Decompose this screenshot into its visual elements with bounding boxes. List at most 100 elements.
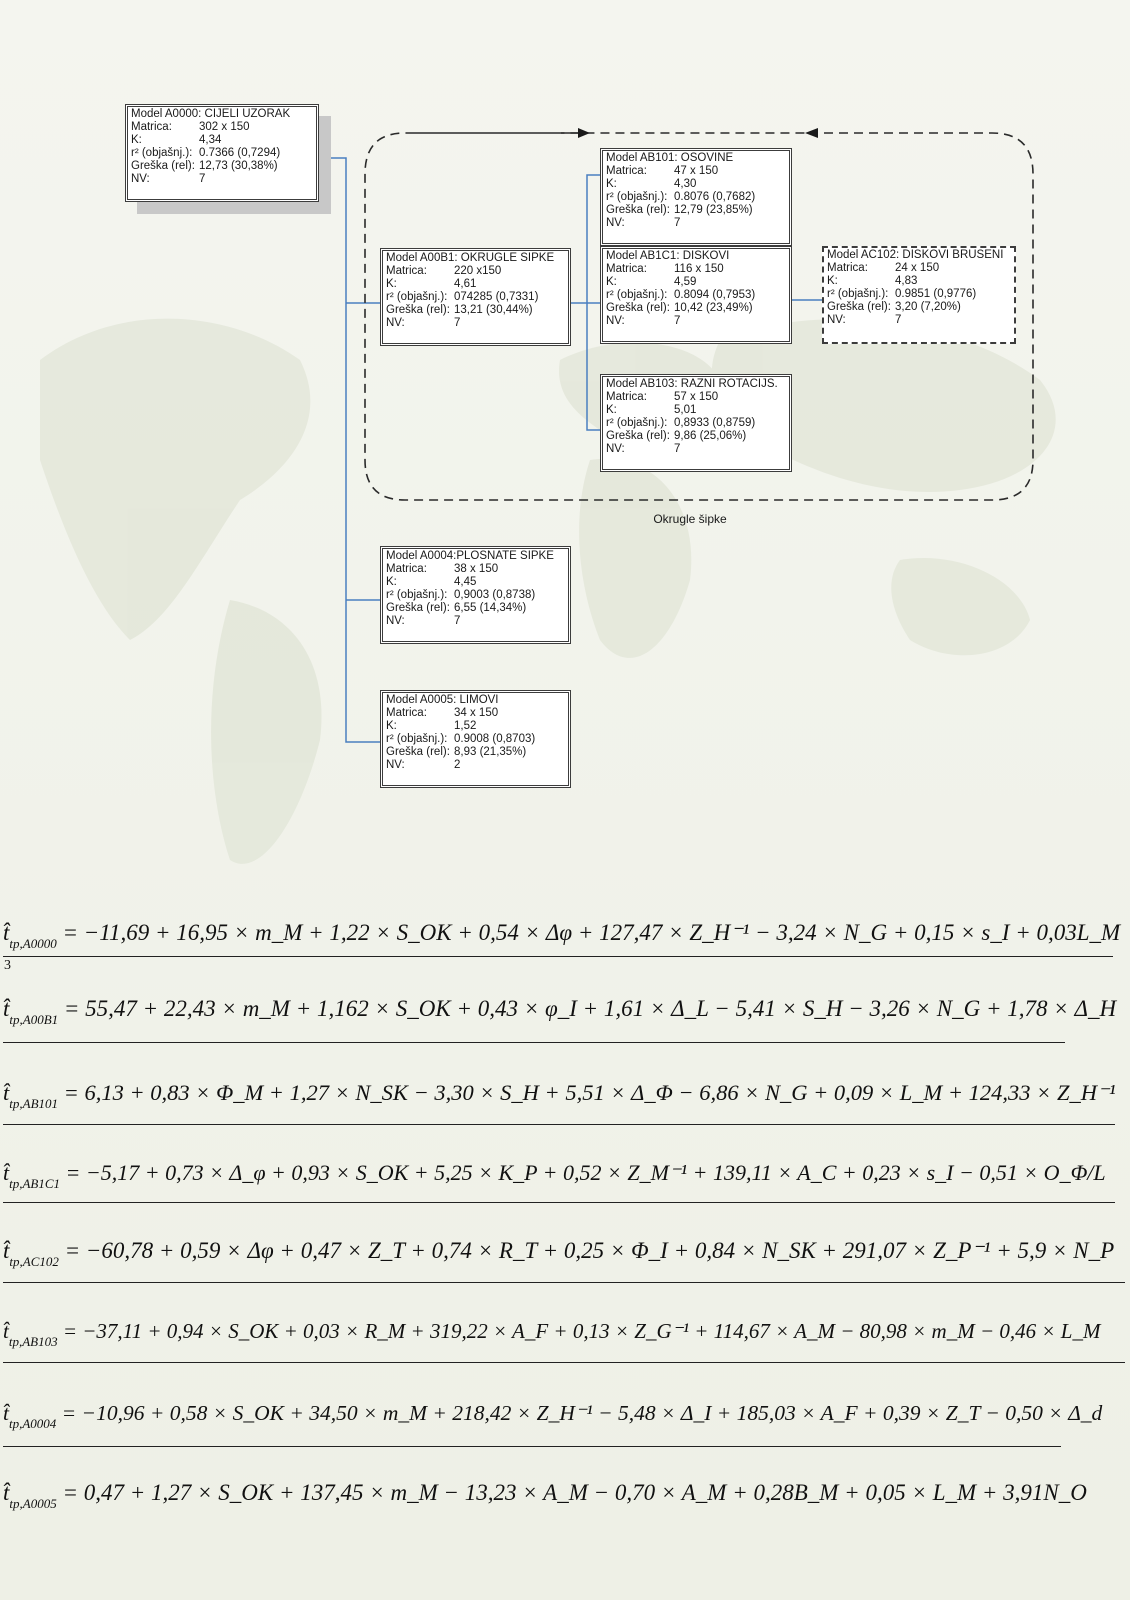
equation-rule [3, 956, 1113, 957]
matrica-label: Matrica: [606, 391, 647, 403]
greska-label: Greška (rel): [386, 602, 450, 614]
model-box-a0004: Model A0004:PLOSNATE ŠIPKE Matrica: 38 x … [380, 546, 571, 644]
model-title: Model A0004:PLOSNATE ŠIPKE [386, 550, 554, 562]
matrica-label: Matrica: [386, 707, 427, 719]
r2-label: r² (objašnj.): [606, 191, 668, 203]
equation-ab103: t̂tp,AB103 = −37,11 + 0,94 × S_OK + 0,03… [3, 1316, 1121, 1360]
matrica-label: Matrica: [131, 121, 172, 133]
k-label: K: [386, 720, 397, 732]
r2-value: 0.7366 (0,7294) [199, 147, 281, 159]
equation-lhs: t̂ [3, 1238, 10, 1263]
greska-value: 12,73 (30,38%) [199, 160, 278, 172]
equation-subscript: tp,AB101 [9, 1096, 59, 1111]
equation-subscript: tp,AC102 [9, 1254, 59, 1269]
equation-ac102: t̂tp,AC102 = −60,78 + 0,59 × Δφ + 0,47 ×… [3, 1236, 1121, 1280]
nv-label: NV: [386, 759, 405, 771]
tree-connector-lines [319, 157, 822, 743]
k-label: K: [827, 275, 838, 287]
equation-lhs: t̂ [3, 1160, 10, 1185]
model-title: Model AB101: OSOVINE [606, 152, 734, 164]
equation-rhs: = −11,69 + 16,95 × m_M + 1,22 × S_OK + 0… [56, 920, 1121, 945]
r2-label: r² (objašnj.): [131, 147, 193, 159]
equation-rule [3, 1124, 1115, 1125]
greska-label: Greška (rel): [606, 302, 670, 314]
matrica-value: 24 x 150 [895, 262, 940, 274]
matrica-value: 302 x 150 [199, 121, 250, 133]
equation-a0000: t̂tp,A0000 = −11,69 + 16,95 × m_M + 1,22… [3, 918, 1121, 962]
k-value: 4,83 [895, 275, 918, 287]
nv-label: NV: [386, 317, 405, 329]
greska-value: 13,21 (30,44%) [454, 304, 533, 316]
equation-rule [3, 1042, 1065, 1043]
equation-subscript: tp,A00B1 [9, 1012, 59, 1027]
greska-label: Greška (rel): [131, 160, 195, 172]
r2-label: r² (objašnj.): [386, 733, 448, 745]
k-label: K: [131, 134, 142, 146]
equation-lhs: t̂ [3, 1401, 9, 1425]
r2-value: 074285 (0,7331) [454, 291, 539, 303]
r2-label: r² (objašnj.): [386, 291, 448, 303]
equation-rhs: = 0,47 + 1,27 × S_OK + 137,45 × m_M − 13… [56, 1480, 1087, 1505]
r2-value: 0.8094 (0,7953) [674, 289, 756, 301]
k-value: 1,52 [454, 720, 477, 732]
equation-rule [3, 1202, 1115, 1203]
greska-label: Greška (rel): [386, 746, 450, 758]
r2-label: r² (objašnj.): [386, 589, 448, 601]
k-value: 4,59 [674, 276, 697, 288]
matrica-value: 57 x 150 [674, 391, 719, 403]
equation-rhs: = 55,47 + 22,43 × m_M + 1,162 × S_OK + 0… [58, 996, 1117, 1021]
equation-lhs: t̂ [3, 996, 10, 1021]
nv-value: 7 [674, 217, 681, 229]
nv-value: 7 [454, 317, 461, 329]
matrica-label: Matrica: [606, 263, 647, 275]
equation-subscript: tp,AB103 [8, 1334, 58, 1349]
model-title: Model AB1C1: DISKOVI [606, 250, 730, 262]
k-value: 4,45 [454, 576, 477, 588]
equation-rule [3, 1282, 1125, 1283]
model-title: Model A0005: LIMOVI [386, 694, 499, 706]
equation-a0005: t̂tp,A0005 = 0,47 + 1,27 × S_OK + 137,45… [3, 1478, 1121, 1522]
nv-label: NV: [131, 173, 150, 185]
k-value: 4,34 [199, 134, 222, 146]
matrica-label: Matrica: [386, 265, 427, 277]
r2-value: 0.9008 (0,8703) [454, 733, 536, 745]
greska-label: Greška (rel): [827, 301, 891, 313]
k-label: K: [386, 576, 397, 588]
equation-rhs: = −5,17 + 0,73 × Δ_φ + 0,93 × S_OK + 5,2… [60, 1160, 1106, 1185]
matrica-label: Matrica: [386, 563, 427, 575]
nv-label: NV: [386, 615, 405, 627]
matrica-label: Matrica: [606, 165, 647, 177]
r2-value: 0.8076 (0,7682) [674, 191, 756, 203]
equation-subscript: tp,A0005 [9, 1496, 57, 1511]
group-outline [364, 128, 1034, 501]
model-box-ab1c1: Model AB1C1: DISKOVI Matrica:116 x 150 K… [600, 246, 792, 344]
matrica-value: 116 x 150 [674, 263, 724, 275]
r2-value: 0,9003 (0,8738) [454, 589, 536, 601]
greska-value: 10,42 (23,49%) [674, 302, 753, 314]
greska-label: Greška (rel): [606, 204, 670, 216]
group-label-okrugle-sipke: Okrugle šipke [653, 512, 727, 526]
nv-value: 2 [454, 759, 461, 771]
equation-a0004: t̂tp,A0004 = −10,96 + 0,58 × S_OK + 34,5… [3, 1398, 1121, 1442]
greska-value: 6,55 (14,34%) [454, 602, 527, 614]
model-box-a0000: Model A0000: CIJELI UZORAK Matrica: 302 x… [125, 104, 319, 202]
nv-value: 7 [674, 315, 681, 327]
nv-label: NV: [606, 217, 625, 229]
model-title: Model AC102: DISKOVI BRUŠENI [827, 249, 1004, 261]
nv-label: NV: [606, 315, 625, 327]
model-title: Model A00B1: OKRUGLE ŠIPKE [386, 252, 555, 264]
nv-label: NV: [827, 314, 846, 326]
equation-rhs: = −37,11 + 0,94 × S_OK + 0,03 × R_M + 31… [57, 1319, 1101, 1343]
equation-rhs: = 6,13 + 0,83 × Φ_M + 1,27 × N_SK − 3,30… [58, 1080, 1116, 1105]
k-label: K: [606, 404, 617, 416]
model-title: Model A0000: CIJELI UZORAK [131, 108, 291, 120]
equation-rule [3, 1446, 1061, 1447]
model-box-ab101: Model AB101: OSOVINE Matrica:47 x 150 K:… [600, 148, 792, 246]
matrica-value: 38 x 150 [454, 563, 499, 575]
r2-label: r² (objašnj.): [827, 288, 889, 300]
r2-value: 0.9851 (0,9776) [895, 288, 977, 300]
r2-value: 0,8933 (0,8759) [674, 417, 756, 429]
matrica-value: 47 x 150 [674, 165, 719, 177]
model-box-a0005: Model A0005: LIMOVI Matrica:34 x 150 K:1… [380, 690, 571, 788]
equation-subscript: tp,A0000 [9, 936, 57, 951]
